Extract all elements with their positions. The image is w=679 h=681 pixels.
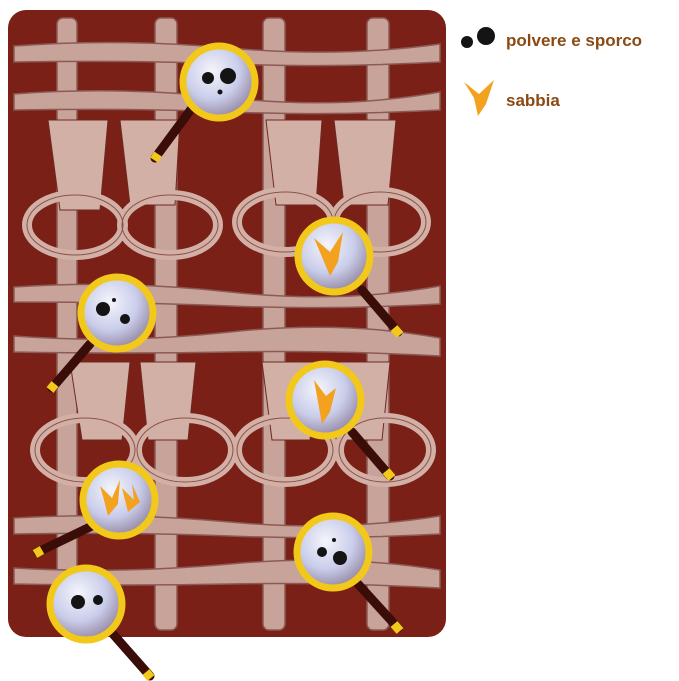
legend-dust-label: polvere e sporco [506,31,642,51]
dust-particle [332,538,336,542]
legend-sand: sabbia [462,78,560,123]
dust-particle [71,595,85,609]
dust-particle [333,551,347,565]
dust-particle [220,68,236,84]
dust-particles-icon [458,24,498,57]
legend-dust: polvere e sporco [458,24,642,57]
dust-particle [112,298,116,302]
legend-sand-label: sabbia [506,91,560,111]
dust-particle [218,90,223,95]
sand-grain-icon [462,78,498,123]
dust-particle [96,302,110,316]
dust-particle [317,547,327,557]
dust-particle [93,595,103,605]
dust-particle [120,314,130,324]
dust-particle [202,72,214,84]
